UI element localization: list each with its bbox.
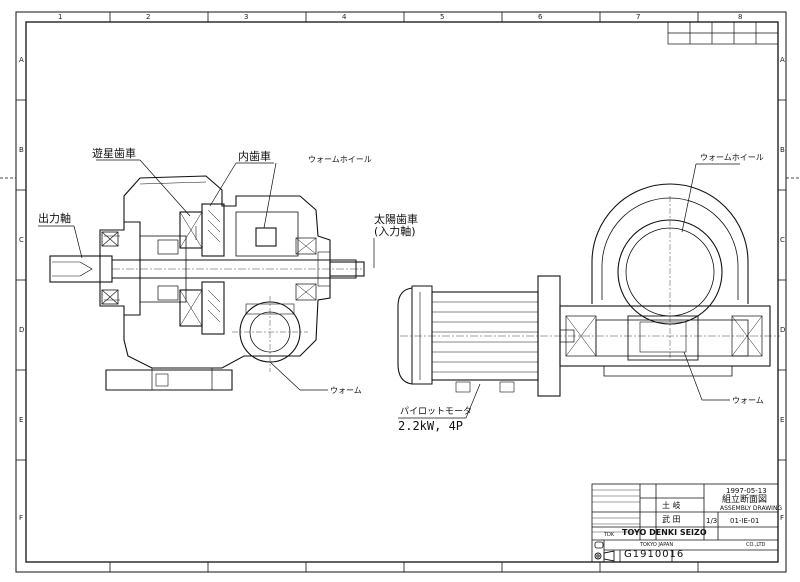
label-planet-gear: 遊星歯車 — [92, 147, 136, 160]
tb-title-en: ASSEMBLY DRAWING — [720, 505, 783, 512]
zone-row-c-right: C — [780, 236, 785, 244]
inner-border — [25, 21, 779, 563]
tb-date: 1997-05-13 — [726, 487, 767, 495]
tb-title-jp: 組立断面図 — [722, 495, 768, 505]
zone-row-f-right: F — [780, 514, 785, 522]
tb-company: TOYO DENKI SEIZO — [622, 528, 707, 537]
tb-drawing-number: G1910016 — [624, 549, 685, 560]
zone-row-a-right: A — [780, 56, 785, 64]
zone-col-2: 2 — [146, 13, 151, 21]
label-worm-wheel-left: ウォームホイール — [308, 155, 372, 164]
label-worm-wheel-right: ウォームホイール — [700, 153, 764, 162]
zone-col-5: 5 — [440, 13, 445, 21]
zone-row-d-right: D — [780, 326, 786, 334]
zone-row-e: E — [19, 416, 24, 424]
zone-ticks — [0, 12, 800, 572]
right-leaders — [398, 163, 740, 419]
zone-col-1: 1 — [58, 13, 63, 21]
label-motor-spec: 2.2kW, 4P — [398, 419, 464, 433]
label-worm-right: ウォーム — [732, 396, 764, 405]
zone-col-7: 7 — [636, 13, 641, 21]
title-block-frame — [591, 483, 779, 563]
label-pilot-motor: パイロットモータ — [400, 407, 473, 417]
projection-symbol — [594, 550, 615, 562]
label-internal-gear: 内歯車 — [238, 150, 271, 163]
label-input-shaft: (入力軸) — [374, 225, 416, 238]
zone-col-8: 8 — [738, 13, 743, 21]
worm-wheel-section — [255, 227, 277, 247]
worm-wheel-housing — [591, 183, 749, 304]
tb-scale: 1/3 — [706, 517, 718, 525]
tb-company-sub: TOKYO JAPAN — [640, 542, 674, 548]
zone-col-6: 6 — [538, 13, 543, 21]
label-output-shaft: 出力軸 — [38, 212, 71, 225]
zone-row-f: F — [19, 514, 24, 522]
zone-row-a: A — [19, 56, 24, 64]
left-section-view — [49, 175, 365, 391]
zone-col-4: 4 — [342, 13, 347, 21]
internal-gear-section — [201, 203, 225, 257]
zone-row-d: D — [19, 326, 25, 334]
tb-name-2: 武 田 — [662, 515, 681, 524]
zone-col-3: 3 — [244, 13, 249, 21]
right-section-view — [397, 183, 780, 397]
outer-frame — [15, 11, 787, 573]
tb-code: 01-IE-01 — [730, 517, 760, 525]
motor-end-cap — [397, 287, 413, 385]
revision-table — [667, 21, 779, 45]
tb-name-1: 土 岐 — [662, 501, 681, 510]
label-sun-gear: 太陽歯車 — [374, 213, 418, 226]
output-shaft — [49, 255, 113, 283]
label-worm-left: ウォーム — [330, 386, 362, 395]
zone-row-e-right: E — [780, 416, 785, 424]
tb-logo-text: TDK — [604, 532, 615, 538]
left-leaders — [38, 159, 375, 391]
zone-row-b: B — [19, 146, 24, 154]
zone-row-c: C — [19, 236, 24, 244]
logo-mark — [594, 541, 604, 549]
zone-row-b-right: B — [780, 146, 785, 154]
tb-company-suffix: CO.,LTD — [746, 542, 766, 548]
